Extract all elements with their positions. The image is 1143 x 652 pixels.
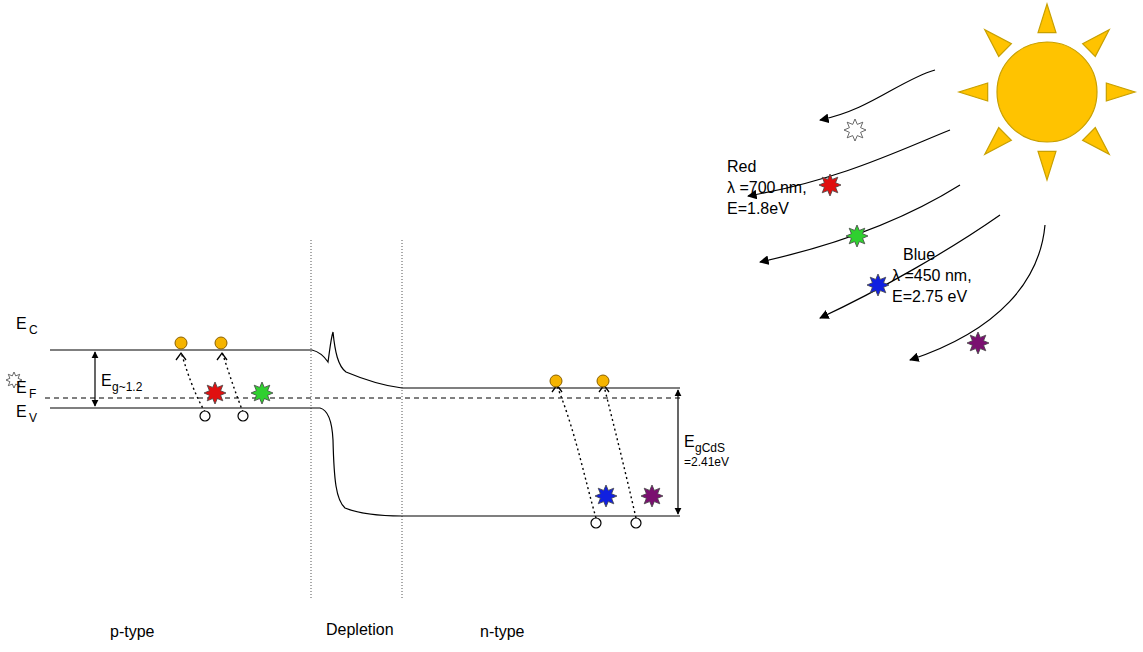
photon-star [251, 382, 273, 404]
text-label: E [16, 404, 27, 420]
photon-star [846, 225, 868, 247]
subscript-label: V [29, 412, 37, 424]
subscript-label: =2.41eV [684, 456, 729, 468]
fermi-level [45, 398, 680, 399]
sun-ray [1083, 30, 1110, 57]
photon-star [595, 485, 617, 507]
text-label: λ =450 nm, [892, 268, 972, 284]
sun [959, 4, 1135, 180]
excitation-path [181, 352, 636, 518]
gap-arrow [677, 390, 678, 514]
text-label: Red [727, 159, 756, 175]
subscript-label: C [29, 324, 38, 336]
text-label: E [16, 380, 27, 396]
photon-star [867, 274, 889, 296]
photon-star [844, 119, 866, 141]
text-label: n-type [480, 624, 524, 640]
electron [175, 337, 609, 387]
text-label: λ =700 nm, [727, 180, 807, 196]
sun-ray [1038, 4, 1056, 33]
sun-ray [1106, 83, 1135, 101]
sun-ray [1083, 128, 1110, 155]
photon-star [641, 485, 663, 507]
photon-star [819, 174, 841, 196]
subscript-label: gCdS [695, 442, 725, 454]
sun-ray [985, 30, 1012, 57]
sun-ray [985, 128, 1012, 155]
text-label: Depletion [326, 622, 394, 638]
sun-ray [1038, 151, 1056, 180]
photon-star [967, 332, 989, 354]
text-label: E [16, 316, 27, 332]
text-label: E [684, 434, 695, 450]
depletion-edge [311, 240, 312, 600]
light-ray [748, 70, 1045, 360]
carets [176, 353, 609, 392]
valence-band [50, 408, 680, 516]
text-label: E [101, 373, 112, 389]
sun-ray [959, 83, 988, 101]
hole [200, 411, 641, 528]
text-label: E=1.8eV [727, 201, 789, 217]
photon-star [204, 382, 226, 404]
text-label: p-type [110, 624, 154, 640]
text-label: E=2.75 eV [892, 289, 967, 305]
subscript-label: g~1.2 [112, 381, 142, 393]
subscript-label: F [29, 388, 36, 400]
text-label: Blue [903, 247, 935, 263]
conduction-band [50, 332, 680, 388]
gap-arrow [94, 352, 95, 406]
depletion-edge [402, 240, 403, 600]
